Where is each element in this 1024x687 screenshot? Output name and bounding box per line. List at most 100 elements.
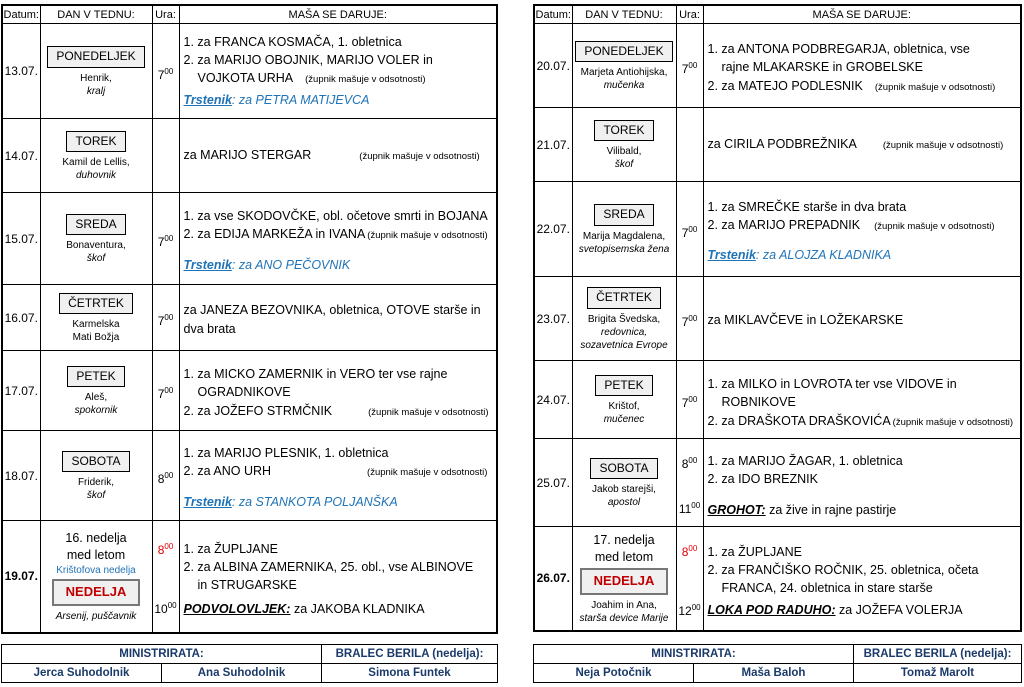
mass-line: dva brata <box>183 321 236 336</box>
saint-name: Friderik, <box>77 477 115 489</box>
mass-line: OGRADNIKOVE <box>197 385 291 400</box>
mass-line: 1. za MARIJO ŽAGAR, 1. obletnica <box>707 454 903 469</box>
header-mass: MAŠA SE DARUJE: <box>178 4 498 24</box>
saint-name: Aleš, <box>84 392 108 404</box>
saint-name: Karmelska <box>72 319 120 331</box>
day-cell: 17. nedelja med letom NEDELJA Joahim in … <box>571 526 677 631</box>
time-cell: 700 <box>151 192 180 285</box>
row-date: 26.07. <box>533 526 573 631</box>
time-min: 00 <box>164 66 174 76</box>
server-name: Jerca Suhodolnik <box>1 663 162 683</box>
saint-name: Marija Magdalena, <box>582 230 666 242</box>
time-cell: 700 <box>675 181 704 277</box>
mass-line: 1. za MICKO ZAMERNIK in VERO ter vse raj… <box>183 367 448 382</box>
mass-line: 2. za IDO BREZNIK <box>707 472 818 487</box>
mass-cell: 1. za MICKO ZAMERNIK in VERO ter vse raj… <box>178 350 498 431</box>
mass-line: 2. za MARIJO PREPADNIK(župnik mašuje v o… <box>707 217 995 232</box>
absence-note: (župnik mašuje v odsotnosti) <box>882 140 1004 152</box>
absence-note: (župnik mašuje v odsotnosti) <box>367 230 488 242</box>
saint-title: škof <box>614 159 634 171</box>
row-date: 23.07. <box>533 276 573 361</box>
mass-line: 1. za MILKO in LOVROTA ter vse VIDOVE in <box>707 377 957 392</box>
right-footer: MINISTRIRATA:BRALEC BERILA (nedelja): Ne… <box>532 644 1022 683</box>
mass-line: za MIKLAVČEVE in LOŽEKARSKE <box>707 313 904 328</box>
day-name: NEDELJA <box>51 578 141 606</box>
server-name: Neja Potočnik <box>533 663 694 683</box>
saint-title: Mati Božja <box>72 332 120 344</box>
header-mass: MAŠA SE DARUJE: <box>702 4 1022 24</box>
saint-name: Krištof, <box>608 401 640 413</box>
header-day: DAN V TEDNU: <box>39 4 153 24</box>
mass-line: 1. za SMREČKE starše in dva brata <box>707 199 907 214</box>
time-cell: 700 <box>151 23 180 119</box>
mass-cell: za JANEZA BEZOVNIKA, obletnica, OTOVE st… <box>178 284 498 351</box>
time-cell: 700 <box>675 23 704 108</box>
mass-cell: 1. za SMREČKE starše in dva brata 2. za … <box>702 181 1022 277</box>
mass-cell: 1. za ANTONA PODBREGARJA, obletnica, vse… <box>702 23 1022 108</box>
mass-cell: 1. za FRANCA KOSMAČA, 1. obletnica 2. za… <box>178 23 498 119</box>
absence-note: (župnik mašuje v odsotnosti) <box>305 74 426 85</box>
mass-cell: za MARIJO STERGAR(župnik mašuje v odsotn… <box>178 118 498 193</box>
row-date: 20.07. <box>533 23 573 108</box>
row-date: 18.07. <box>1 430 41 521</box>
server-name: Ana Suhodolnik <box>160 663 323 683</box>
time-cell: 700 <box>675 276 704 361</box>
time-cell <box>675 107 704 182</box>
day-name: ČETRTEK <box>587 287 661 309</box>
day-name: SOBOTA <box>590 457 658 480</box>
trstenik-line: Trstenik: za STANKOTA POLJANŠKA <box>183 494 398 509</box>
mass-line: 2. za JOŽEFO STRMČNIK(župnik mašuje v od… <box>183 403 489 418</box>
row-date: 15.07. <box>1 192 41 285</box>
saint-title: kralj <box>86 85 106 97</box>
mass-cell: za CIRILA PODBREŽNIKA(župnik mašuje v od… <box>702 107 1022 182</box>
saint-title: spokornik <box>74 405 118 417</box>
saint-title: mučenka <box>603 80 645 92</box>
day-name: NEDELJA <box>579 567 669 595</box>
row-date: 21.07. <box>533 107 573 182</box>
time-cell <box>151 118 180 193</box>
mass-line: 1. za vse SKODOVČKE, obl. očetove smrti … <box>183 209 488 224</box>
day-name: ČETRTEK <box>59 292 133 315</box>
absence-note: (župnik mašuje v odsotnosti) <box>359 151 480 163</box>
mass-cell: 1. za MILKO in LOVROTA ter vse VIDOVE in… <box>702 360 1022 439</box>
mass-cell: 1. za vse SKODOVČKE, obl. očetove smrti … <box>178 192 498 285</box>
day-name: SREDA <box>66 213 126 236</box>
day-cell: 16. nedelja med letom Krištofova nedelja… <box>39 520 153 633</box>
sunday-subtitle: Krištofova nedelja <box>56 564 136 576</box>
saint-name: Henrik, <box>80 72 112 84</box>
right-schedule-table: Datum: DAN V TEDNU: Ura: MAŠA SE DARUJE:… <box>533 4 1022 632</box>
header-row: Datum: DAN V TEDNU: Ura: MAŠA SE DARUJE: <box>1 4 498 24</box>
mass-line: 1. za MARIJO PLESNIK, 1. obletnica <box>183 446 389 461</box>
sunday-title: 17. nedelja <box>593 532 655 547</box>
time-cell: 800 1000 <box>151 520 180 633</box>
absence-note: (župnik mašuje v odsotnosti) <box>874 81 996 93</box>
saint-name: Jakob starejši, <box>592 484 656 496</box>
time-cell: 700 <box>675 360 704 439</box>
server-name: Maša Baloh <box>692 663 855 683</box>
altar-servers-label: MINISTRIRATA: <box>532 644 855 664</box>
mass-cell: 1. za ŽUPLJANE 2. za FRANČIŠKO ROČNIK, 2… <box>702 526 1022 631</box>
saint-title: mučenec <box>603 414 645 426</box>
mass-line: 2. za MATEJO PODLESNIK(župnik mašuje v o… <box>707 78 996 93</box>
mass-line: 2. za FRANČIŠKO ROČNIK, 25. obletnica, o… <box>707 563 979 578</box>
mass-cell: za MIKLAVČEVE in LOŽEKARSKE <box>702 276 1022 361</box>
row-date: 24.07. <box>533 360 573 439</box>
row-date: 13.07. <box>1 23 41 119</box>
trstenik-line: Trstenik: za PETRA MATIJEVCA <box>183 93 370 108</box>
time-hour: 7 <box>157 67 165 82</box>
header-day: DAN V TEDNU: <box>571 4 677 24</box>
mass-line: in STRUGARSKE <box>197 578 297 593</box>
mass-line: ROBNIKOVE <box>721 395 796 410</box>
header-time: Ura: <box>675 4 704 24</box>
saint-title: apostol <box>607 497 641 509</box>
